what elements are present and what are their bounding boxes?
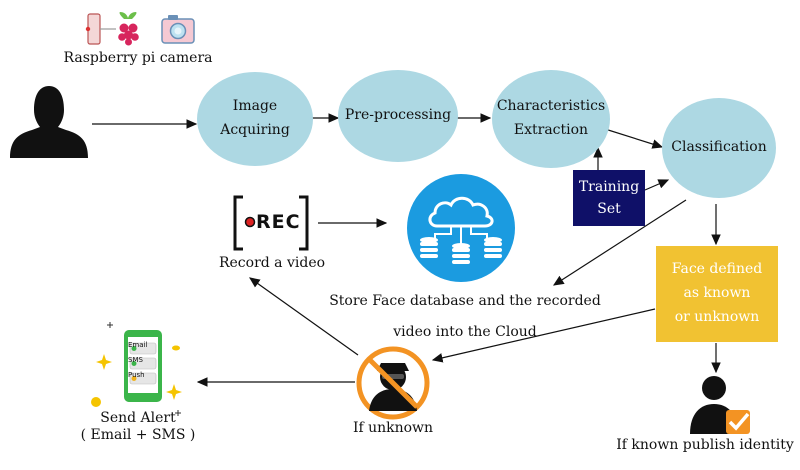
decision-line2: as known: [683, 285, 751, 302]
training-set-box: Training Set: [573, 170, 645, 226]
decision-box: Face defined as known or unknown: [656, 246, 778, 342]
known-label: If known publish identity: [616, 437, 794, 453]
alert-label-line2: ( Email + SMS ): [80, 426, 196, 443]
step-classify-text: Classification: [671, 139, 767, 156]
raspberry-logo-icon: [118, 12, 139, 46]
alert-label-line1: Send Alert: [100, 410, 176, 426]
phone-alert-icon: [91, 322, 182, 416]
verified-user-icon: [690, 376, 750, 434]
step-classification: Classification: [662, 98, 776, 198]
step-acquire-line2: Acquiring: [220, 122, 290, 138]
step-preprocess-text: Pre-processing: [344, 107, 452, 124]
camera-label: Raspberry pi camera: [63, 50, 213, 66]
phone-item-push: Push: [128, 371, 145, 379]
blocked-intruder-icon: [356, 346, 430, 420]
step-pre-processing: Pre-processing: [338, 70, 458, 162]
step-acquire-line1: Image: [232, 98, 278, 115]
cloud-label-line1: Store Face database and the recorded: [329, 293, 601, 309]
unknown-label: If unknown: [352, 420, 434, 436]
pi-board-icon: [85, 13, 116, 45]
alert-label: Send Alert ( Email + SMS ): [72, 410, 204, 444]
arrow-decision-to-unknown: [431, 308, 656, 363]
arrow-training-to-classify: [644, 179, 670, 191]
person-silhouette-icon: [10, 86, 88, 158]
cloud-label-line2: video into the Cloud: [393, 323, 537, 340]
decision-line1: Face defined: [671, 261, 763, 278]
arrow-unknown-to-record: [249, 277, 359, 356]
arrow-extract-to-classify: [604, 128, 664, 149]
camera-icons: [85, 12, 195, 46]
rec-label: Record a video: [218, 255, 326, 271]
rec-text: REC: [256, 211, 301, 233]
training-line2: Set: [597, 201, 621, 217]
cloud-database-icon: [407, 174, 515, 282]
camera-icon: [161, 15, 195, 44]
cloud-label: Store Face database and the recorded vid…: [315, 286, 615, 348]
step-extract-line1: Characteristics: [496, 98, 606, 115]
arrow-classify-to-cloud: [552, 199, 687, 286]
step-extract-line2: Extraction: [513, 122, 589, 138]
decision-line3: or unknown: [674, 308, 760, 325]
phone-item-sms: SMS: [128, 356, 143, 364]
rec-icon: [233, 195, 309, 251]
phone-item-email: Email: [128, 341, 148, 349]
training-line1: Training: [578, 178, 640, 195]
